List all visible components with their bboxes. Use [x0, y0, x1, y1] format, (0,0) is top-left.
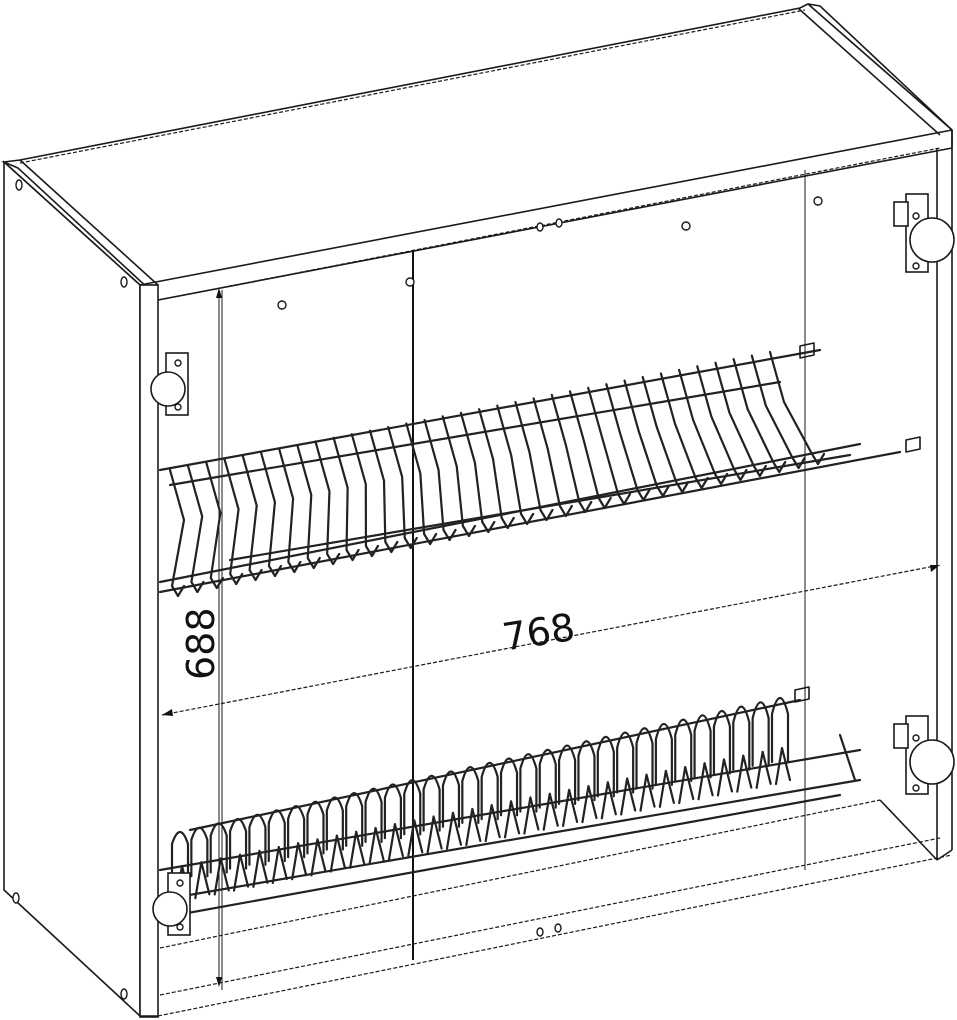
hinge-bottom-right-icon	[893, 715, 955, 795]
hinge-top-right-icon	[893, 193, 955, 273]
hinge-top-left-icon	[150, 352, 189, 416]
left-front-edge	[139, 284, 159, 1018]
upper-plate-rack	[158, 342, 921, 598]
lower-dish-rack	[158, 686, 862, 920]
left-side-panel	[3, 160, 141, 1018]
width-dimension-label: 768	[499, 605, 578, 660]
dimension-lines	[161, 288, 941, 987]
height-dimension-label: 688	[179, 607, 223, 680]
cabinet-body	[0, 3, 953, 1018]
hinge-bottom-left-icon	[152, 872, 191, 936]
top-panel	[0, 3, 953, 301]
